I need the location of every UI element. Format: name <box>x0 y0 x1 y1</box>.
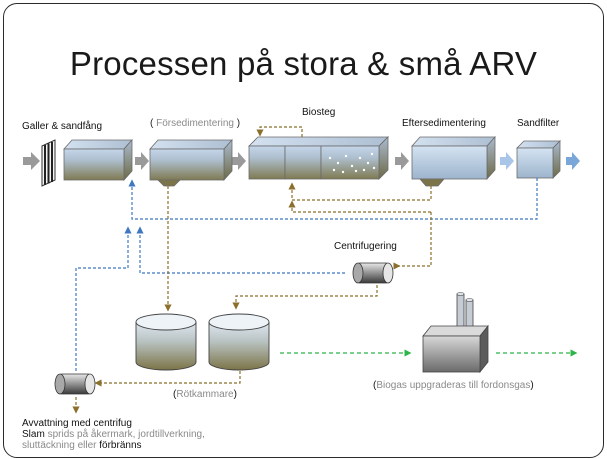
label-slam-line2-end: förbränns <box>99 440 142 450</box>
label-galler-sandfang: Galler & sandfång <box>22 121 103 132</box>
reject-water-return-line <box>75 226 345 371</box>
slide-frame <box>3 3 604 458</box>
flow-arrow-5 <box>500 152 514 170</box>
flow-arrow-4 <box>395 152 409 170</box>
label-forsed-open: ( <box>150 118 154 129</box>
label-eftersedimentering: Eftersedimentering <box>402 118 486 129</box>
dewatering-centrifuge <box>54 373 96 395</box>
label-slam-bold: Slam <box>22 429 45 440</box>
biological-treatment-tank <box>248 136 389 180</box>
label-forsed-close: ) <box>236 118 241 129</box>
primary-sedimentation-tank <box>149 138 233 187</box>
label-biogas: Biogas uppgraderas till fordonsgas <box>376 380 531 391</box>
sand-trap-tank <box>63 138 133 182</box>
label-rotkammare-group: (Rötkammare) <box>173 389 237 400</box>
label-centrifugering: Centrifugering <box>334 241 397 252</box>
filter-backwash-return-line <box>128 178 538 220</box>
secondary-sedimentation-tank <box>411 135 496 187</box>
flow-arrow-outlet <box>566 152 580 170</box>
slide-title: Processen på stora & små ARV <box>69 45 538 82</box>
label-sandfilter: Sandfilter <box>517 118 560 129</box>
label-avvattning: Avvattning med centrifug <box>22 418 132 429</box>
digester-tank-2 <box>208 313 270 371</box>
label-slam-line2: sluttäckning eller förbränns <box>22 440 142 450</box>
label-slam-line2-text: sluttäckning eller <box>22 440 97 450</box>
thickening-centrifuge <box>352 262 394 284</box>
label-biogas-open: ( <box>373 380 377 391</box>
digester-tank-1 <box>135 313 197 371</box>
label-rotkammare-close: ) <box>233 389 237 400</box>
sand-filter-tank <box>516 140 561 179</box>
flow-arrow-3 <box>232 152 246 170</box>
label-rotkammare-open: ( <box>173 389 177 400</box>
label-forsedimentering: Försedimentering <box>156 118 234 129</box>
label-forsedimentering-group: ( Försedimentering ) <box>150 118 240 129</box>
biogas-upgrading-plant <box>422 292 489 374</box>
label-rotkammare: Rötkammare <box>176 389 234 400</box>
label-biogas-close: ) <box>530 380 534 391</box>
bar-screen-icon <box>41 139 56 187</box>
label-slam-rest: sprids på åkermark, jordtillverkning, <box>44 429 205 440</box>
label-biogas-group: (Biogas uppgraderas till fordonsgas) <box>373 380 534 391</box>
flow-arrow-2 <box>135 152 149 170</box>
sludge-lines <box>72 126 432 414</box>
flow-arrow-inlet <box>23 152 40 170</box>
label-slam-line1: Slam sprids på åkermark, jordtillverknin… <box>22 429 205 440</box>
label-biosteg: Biosteg <box>302 107 336 118</box>
aeration-bubbles <box>328 152 376 174</box>
